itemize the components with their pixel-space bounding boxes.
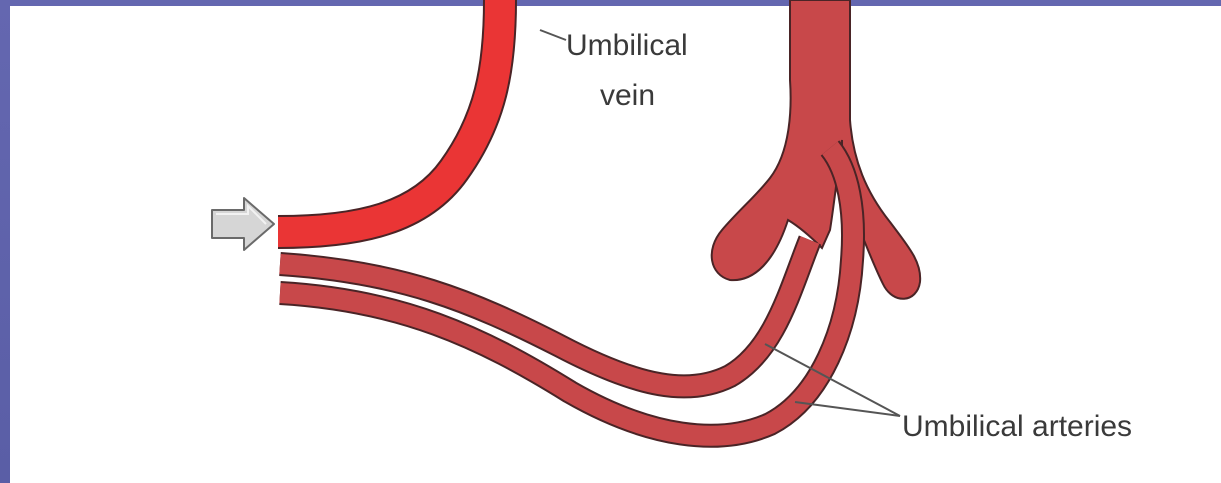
umbilical-vein-label-line2: vein [600, 79, 655, 112]
leader-line-artery-lower [795, 402, 900, 416]
right-arrow-icon [212, 198, 274, 250]
umbilical-vein-label-line1: Umbilical [566, 29, 688, 62]
leader-line-vein [540, 30, 566, 40]
umbilical-arteries-label: Umbilical arteries [902, 410, 1132, 443]
umbilical-vein-vessel [278, 0, 500, 232]
